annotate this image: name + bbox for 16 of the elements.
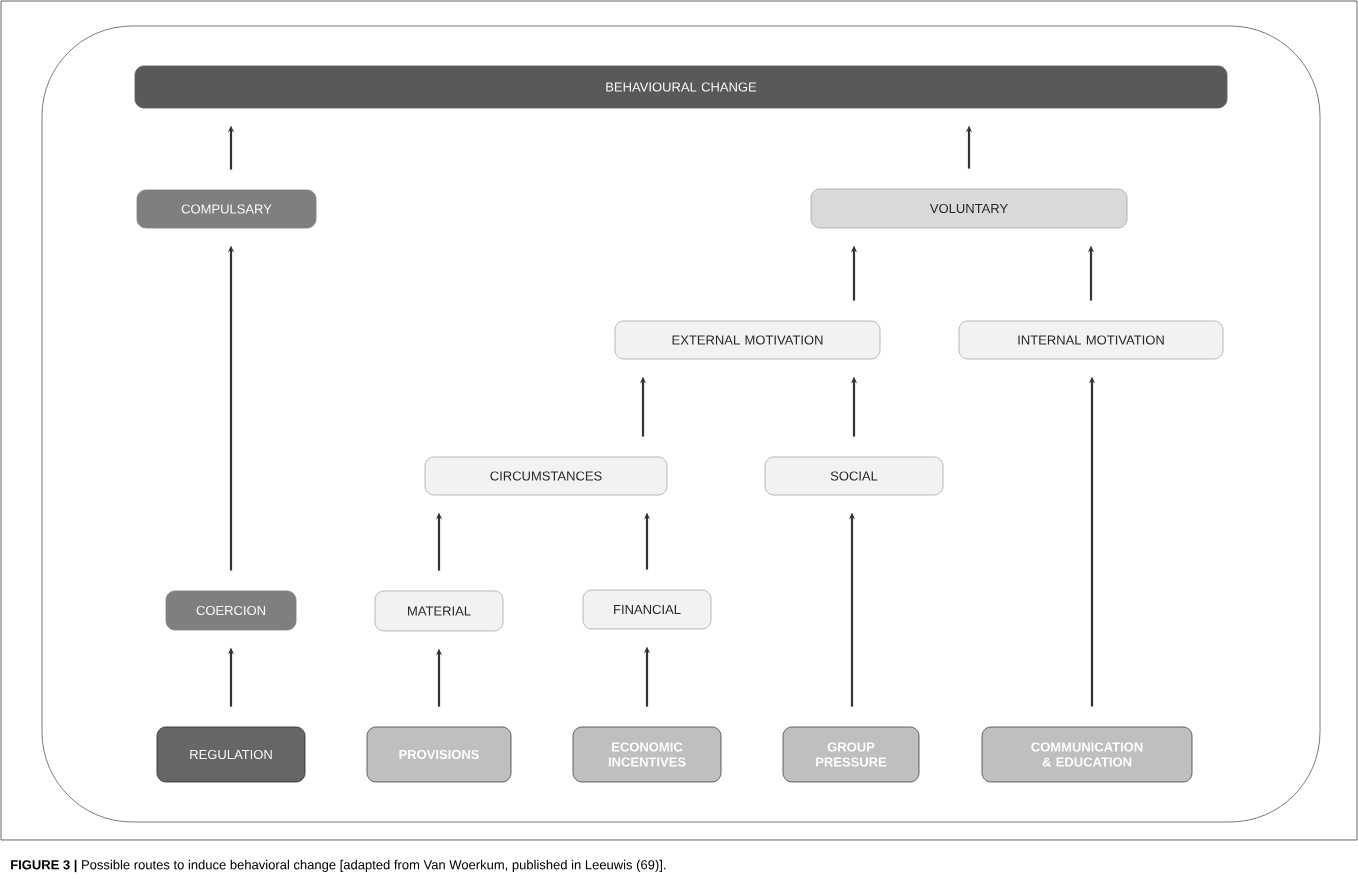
process-box: REGULATION xyxy=(156,726,306,783)
process-box: PROVISIONS xyxy=(366,726,512,783)
process-box: SOCIAL xyxy=(764,456,944,496)
process-box: COERCION xyxy=(165,590,297,631)
process-box: INTERNAL MOTIVATION xyxy=(958,320,1224,360)
caption: FIGURE 3 | Possible routes to induce behavioral change [adapted from Van Woerkum, published in Leeuwis (69)]. xyxy=(11,859,666,873)
process-box: VOLUNTARY xyxy=(810,188,1128,229)
process-box: COMMUNICATION & EDUCATION xyxy=(981,726,1193,783)
process-box: ECONOMIC INCENTIVES xyxy=(572,726,722,783)
process-box: BEHAVIOURAL CHANGE xyxy=(134,65,1228,109)
process-box: CIRCUMSTANCES xyxy=(424,456,668,496)
process-box: COMPULSARY xyxy=(136,189,317,229)
process-box: MATERIAL xyxy=(374,590,504,632)
process-box: FINANCIAL xyxy=(582,589,712,630)
process-box: GROUP PRESSURE xyxy=(782,726,920,783)
process-box: EXTERNAL MOTIVATION xyxy=(614,320,881,360)
